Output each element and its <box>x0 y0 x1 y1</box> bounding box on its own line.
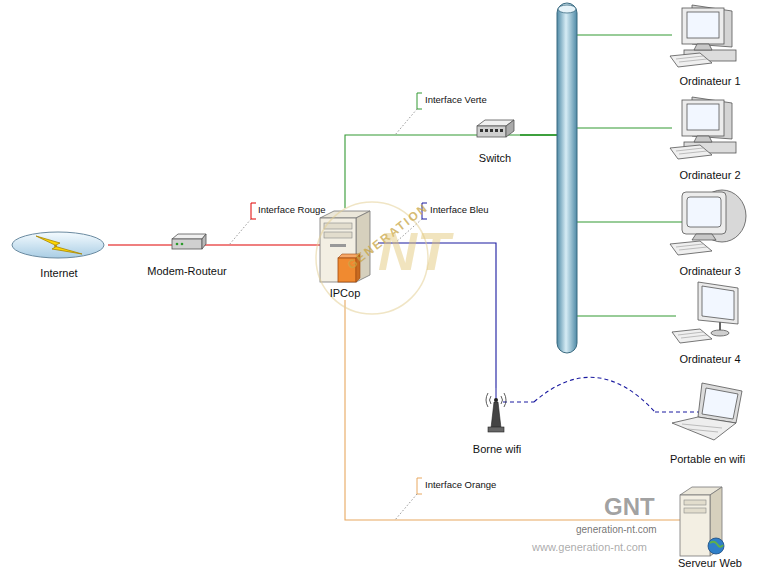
interface-callout: Interface Orange <box>425 480 496 490</box>
node-label: Modem-Routeur <box>142 265 232 278</box>
computer-icon <box>660 282 738 343</box>
watermark: NT <box>378 222 450 281</box>
node-label: Ordinateur 1 <box>660 75 760 88</box>
link-line <box>520 35 660 135</box>
node-label: Switch <box>470 152 520 165</box>
computer-node: Ordinateur 4 <box>660 280 760 366</box>
link-line <box>232 244 312 245</box>
switch-node: Switch <box>470 115 520 165</box>
link-line <box>534 377 655 412</box>
network-link <box>108 245 142 246</box>
switch-icon <box>470 120 520 137</box>
node-label: Ordinateur 4 <box>660 353 760 366</box>
callout-bracket <box>229 203 256 245</box>
network-link <box>520 35 660 135</box>
computer-node: Ordinateur 1 <box>660 2 760 88</box>
computer-icon <box>660 5 736 67</box>
node-label: Borne wifi <box>460 443 534 456</box>
watermark: GNT <box>604 494 655 520</box>
network-link <box>345 135 470 208</box>
internet-node: Internet <box>10 228 108 280</box>
node-label: Ordinateur 2 <box>660 169 760 182</box>
node-label: Ordinateur 3 <box>660 265 760 278</box>
interface-callout: Interface Rouge <box>258 205 326 215</box>
callout-bracket <box>395 93 422 135</box>
interface-callout: Interface Bleu <box>430 205 489 215</box>
network-link <box>520 135 660 316</box>
computer-icon <box>660 97 736 159</box>
computer-node: Ordinateur 2 <box>660 92 760 182</box>
computer-icon <box>660 190 746 255</box>
link-line <box>108 244 142 245</box>
ipcop-tower-icon <box>312 211 370 282</box>
node-label: Internet <box>10 267 108 280</box>
node-label: Portable en wifi <box>655 453 760 466</box>
link-line <box>345 135 470 208</box>
modem-icon <box>142 234 232 249</box>
server-node: Serveur Web <box>660 482 760 570</box>
network-link <box>520 128 660 135</box>
node-label: Serveur Web <box>660 557 760 570</box>
network-link <box>520 135 660 222</box>
wifi-antenna-icon <box>486 388 534 432</box>
watermark: www.generation-nt.com <box>532 541 647 553</box>
internet-icon <box>12 232 104 258</box>
link-line <box>520 135 660 316</box>
server-icon <box>660 487 724 556</box>
network-bus <box>557 3 577 353</box>
computer-node: Ordinateur 3 <box>660 186 760 278</box>
laptop-node: Portable en wifi <box>655 380 760 466</box>
network-link <box>232 245 312 246</box>
link-line <box>520 128 660 135</box>
link-line <box>520 135 660 222</box>
network-link <box>345 300 660 520</box>
watermark: generation-nt.com <box>576 524 657 535</box>
laptop-icon <box>655 383 742 440</box>
network-link <box>534 377 655 412</box>
callout-bracket <box>395 478 422 520</box>
wifi-node: Borne wifi <box>460 388 534 456</box>
interface-callout: Interface Verte <box>425 95 487 105</box>
link-line <box>345 300 660 520</box>
node-label: IPCop <box>312 287 378 300</box>
modem-node: Modem-Routeur <box>142 232 232 278</box>
